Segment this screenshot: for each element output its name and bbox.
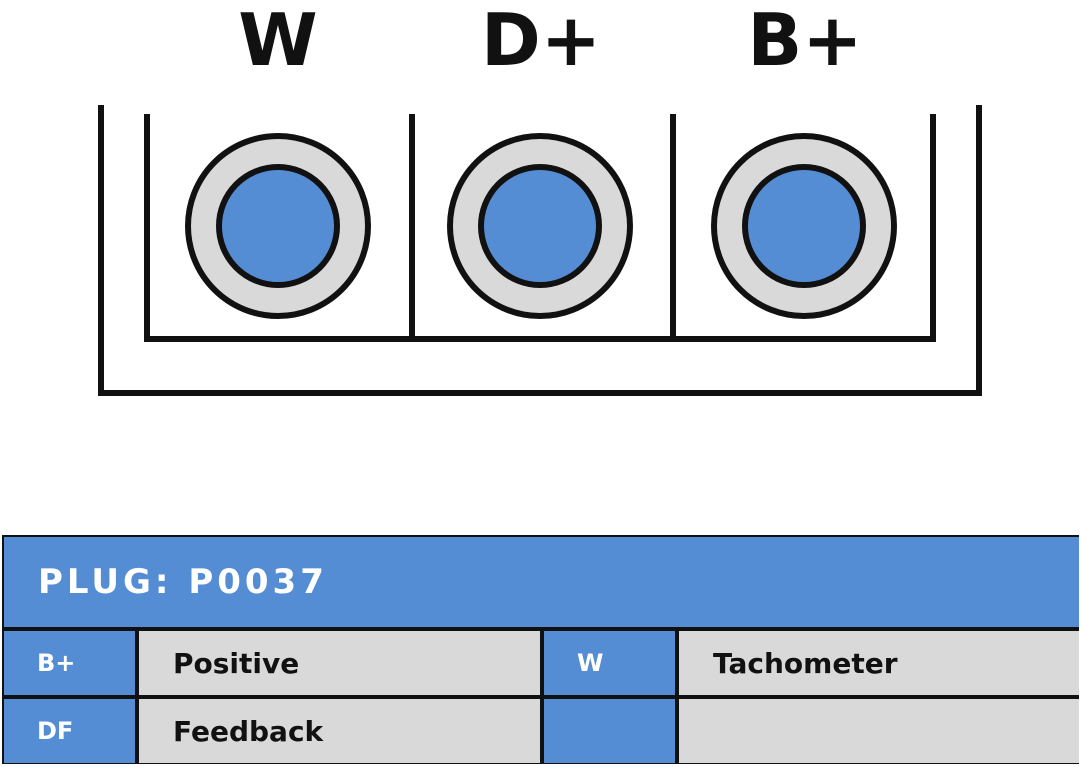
pin-label-d-plus: D+ (480, 0, 602, 82)
pin-b-plus (711, 133, 897, 319)
pin-b-plus-contact (742, 164, 866, 288)
pin-w-contact (216, 164, 340, 288)
legend-description-cell: Positive (139, 631, 540, 695)
pin-d-plus-contact (478, 164, 602, 288)
pin-w (185, 133, 371, 319)
legend-code-cell: B+ (4, 631, 135, 695)
legend-description-cell: Feedback (139, 699, 540, 763)
pin-d-plus (447, 133, 633, 319)
legend-description-cell: Tachometer (679, 631, 1079, 695)
legend-code-cell: W (544, 631, 675, 695)
legend-code-cell (544, 699, 675, 763)
legend-title: PLUG: P0037 (4, 537, 1079, 627)
connector-diagram (98, 105, 982, 396)
legend-code-cell: DF (4, 699, 135, 763)
connector-outer-housing (98, 105, 982, 396)
plug-legend-table: PLUG: P0037 B+ Positive W Tachometer DF … (2, 535, 1079, 764)
legend-description-cell (679, 699, 1079, 763)
pin-label-b-plus: B+ (747, 0, 863, 82)
connector-inner-housing (144, 114, 936, 342)
pin-label-w: W (238, 0, 318, 82)
